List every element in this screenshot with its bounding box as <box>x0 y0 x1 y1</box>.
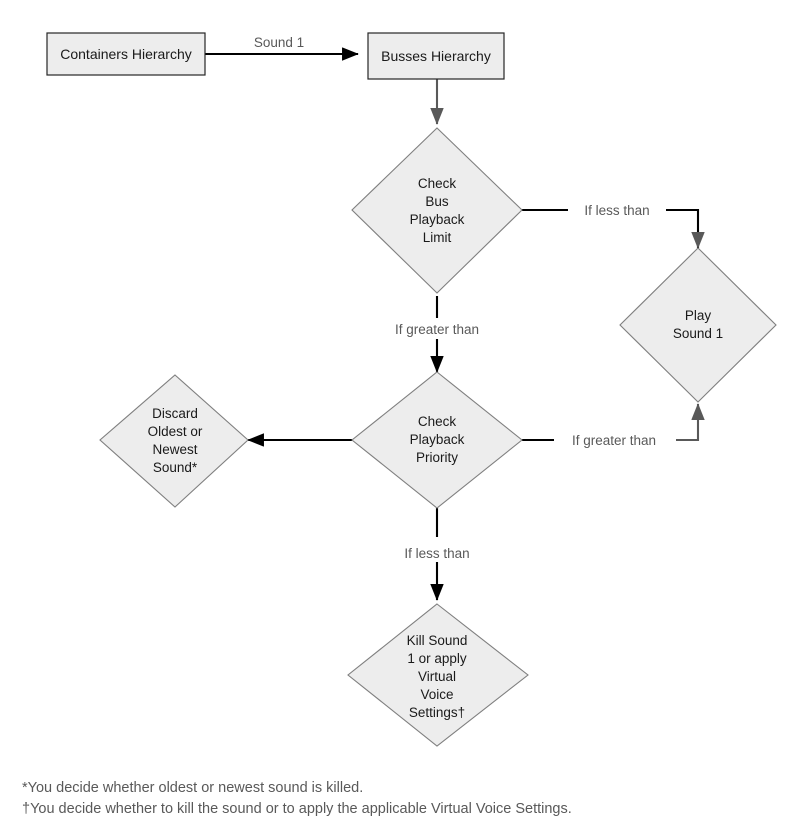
edge-label-if-less-than-priority-text: If less than <box>404 546 469 561</box>
node-kill-line-4: Voice <box>420 687 453 702</box>
node-priority-line-2: Playback <box>410 432 465 447</box>
node-priority-line-1: Check <box>418 414 457 429</box>
node-discard-line-1: Discard <box>152 406 198 421</box>
edge-priority-to-play-sound <box>522 403 705 442</box>
node-play-sound-1[interactable]: Play Sound 1 <box>619 247 777 403</box>
node-kill-line-2: 1 or apply <box>407 651 467 666</box>
node-kill-line-3: Virtual <box>418 669 456 684</box>
footnote-asterisk: *You decide whether oldest or newest sou… <box>22 780 364 796</box>
node-containers-hierarchy[interactable]: Containers Hierarchy <box>46 32 206 76</box>
edge-label-if-less-than-priority: If less than <box>404 546 469 561</box>
footnotes: *You decide whether oldest or newest sou… <box>22 778 778 820</box>
edge-label-if-less-than-bus-text: If less than <box>584 203 649 218</box>
footnote-dagger: †You decide whether to kill the sound or… <box>22 801 572 817</box>
node-play-sound-line-1: Play <box>685 308 712 323</box>
node-check-bus-line-2: Bus <box>425 194 449 209</box>
node-play-sound-line-2: Sound 1 <box>673 326 723 341</box>
edge-label-sound-1-text: Sound 1 <box>254 35 304 50</box>
node-check-bus-line-1: Check <box>418 176 457 191</box>
edge-label-if-greater-than-priority-text: If greater than <box>572 433 656 448</box>
edge-label-if-less-than-bus: If less than <box>584 203 649 218</box>
node-check-bus-playback-limit[interactable]: Check Bus Playback Limit <box>351 127 523 294</box>
node-kill-line-1: Kill Sound <box>407 633 468 648</box>
node-check-bus-line-3: Playback <box>410 212 465 227</box>
node-priority-line-3: Priority <box>416 450 458 465</box>
node-containers-hierarchy-label: Containers Hierarchy <box>60 46 192 62</box>
edge-label-if-greater-than-bus-text: If greater than <box>395 322 479 337</box>
node-discard-oldest-or-newest-sound[interactable]: Discard Oldest or Newest Sound* <box>99 374 249 508</box>
edge-label-if-greater-than-priority: If greater than <box>572 433 656 448</box>
node-check-playback-priority[interactable]: Check Playback Priority <box>351 371 523 509</box>
node-discard-line-4: Sound* <box>153 460 198 475</box>
node-discard-line-2: Oldest or <box>148 424 203 439</box>
edge-label-if-greater-than-bus: If greater than <box>395 322 479 337</box>
node-discard-line-3: Newest <box>152 442 197 457</box>
edge-label-sound-1: Sound 1 <box>242 32 316 52</box>
edge-bus-limit-to-play-sound <box>522 208 705 249</box>
node-busses-hierarchy[interactable]: Busses Hierarchy <box>367 32 505 80</box>
node-kill-sound-1-or-apply-virtual-voice-settings[interactable]: Kill Sound 1 or apply Virtual Voice Sett… <box>347 603 529 747</box>
node-check-bus-line-4: Limit <box>423 230 452 245</box>
node-busses-hierarchy-label: Busses Hierarchy <box>381 48 491 64</box>
node-kill-line-5: Settings† <box>409 705 465 720</box>
